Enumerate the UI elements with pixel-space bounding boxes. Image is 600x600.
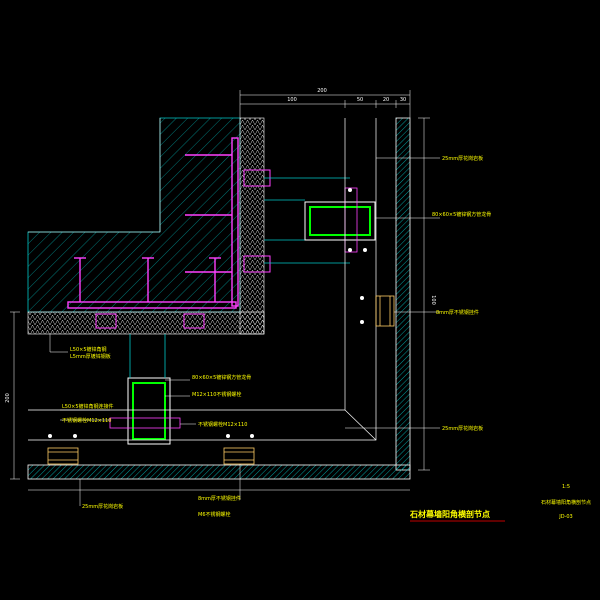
- callout-mid-2: M12×110不锈钢螺栓: [192, 391, 241, 398]
- callout-left-1: L50×5镀锌角钢: [70, 346, 107, 353]
- cavity-lines: [28, 118, 377, 441]
- callout-left-2: L5mm厚镀锌钢板: [70, 353, 111, 360]
- bolt-heads: [48, 188, 367, 438]
- dim-top-seg-2: 50: [357, 97, 363, 103]
- dim-right-total: 100: [430, 295, 436, 305]
- scale-label: 1:5: [562, 484, 570, 490]
- callout-right-2: 80×60×5镀锌钢方管龙骨: [432, 211, 491, 218]
- dim-top-total: 200: [317, 88, 327, 94]
- dim-top-seg-4: 30: [400, 97, 406, 103]
- sheet-code: JD-03: [558, 514, 573, 520]
- callout-mid-4: 不锈钢螺栓M12×110: [62, 417, 111, 424]
- callout-right-1: 25mm厚花岗岩板: [442, 155, 483, 162]
- callout-mid-5: 不锈钢螺栓M12×110: [198, 421, 247, 428]
- connector-arms-right: [264, 177, 350, 264]
- callout-right-4: 25mm厚花岗岩板: [442, 425, 483, 432]
- stone-cladding: [27, 117, 411, 480]
- dim-left-total: 200: [5, 393, 11, 403]
- callout-mid-1: 80×60×5镀锌钢方管龙骨: [192, 374, 251, 381]
- sheet-title: 石材幕墙阳角横剖节点: [541, 499, 591, 506]
- embedded-anchor-plates: [67, 137, 239, 309]
- callout-bottom-1: 25mm厚花岗岩板: [82, 503, 123, 510]
- callout-bottom-2: 8mm厚不锈钢挂件: [198, 495, 241, 502]
- drawing-title: 石材幕墙阳角横剖节点: [409, 509, 490, 519]
- dimension-lines: [10, 90, 430, 491]
- steel-tube-bottom: [109, 334, 181, 445]
- callout-bottom-3: M6不锈钢螺栓: [198, 511, 231, 518]
- dim-top-seg-3: 20: [383, 97, 389, 103]
- callout-mid-3: L50×5镀锌角钢连接件: [62, 403, 114, 410]
- callout-right-3: 8mm厚不锈钢挂件: [436, 309, 479, 316]
- insulation-layer: [27, 117, 265, 335]
- wall-angle-brackets: [95, 169, 271, 329]
- stone-hangers: [47, 295, 395, 465]
- steel-tube-right: [304, 187, 376, 253]
- dim-top-seg-1: 100: [287, 97, 297, 103]
- leader-lines: [49, 157, 440, 506]
